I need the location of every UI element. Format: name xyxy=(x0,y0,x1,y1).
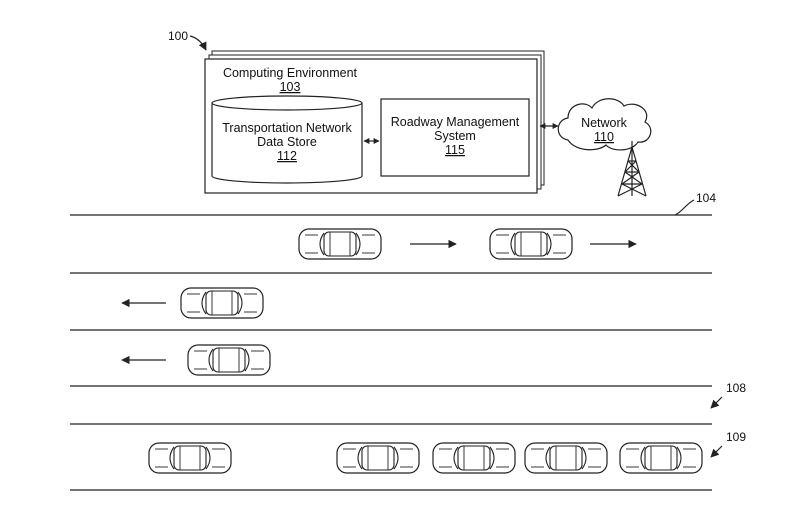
computing-env-title: Computing Environment xyxy=(223,66,358,80)
vehicle-icon xyxy=(298,228,382,260)
roadway-system-line1: Roadway Management xyxy=(391,115,520,129)
road-ref-label: 104 xyxy=(696,191,716,205)
road-ref-leader xyxy=(674,199,695,216)
vehicle-icon xyxy=(336,442,420,474)
data-store-cylinder xyxy=(211,95,363,184)
vehicle-ref-arrow xyxy=(710,445,723,458)
roadway-system-ref: 115 xyxy=(445,143,465,157)
data-store-line1: Transportation Network xyxy=(222,121,352,135)
computing-env-ref: 103 xyxy=(280,80,301,94)
vehicle-icon xyxy=(524,442,608,474)
vehicle-icon xyxy=(180,287,264,319)
system-ref-label: 100 xyxy=(168,29,188,43)
vehicles xyxy=(148,228,703,474)
vehicle-icon xyxy=(489,228,573,260)
vehicle-ref-label: 109 xyxy=(726,430,746,444)
data-store-ref: 112 xyxy=(277,149,297,163)
vehicle-icon xyxy=(432,442,516,474)
network-ref: 110 xyxy=(594,130,614,144)
network-cloud xyxy=(557,98,652,151)
vehicle-icon xyxy=(148,442,232,474)
data-store-line2: Data Store xyxy=(257,135,317,149)
roadway-system-line2: System xyxy=(434,129,476,143)
network-label: Network xyxy=(581,116,628,130)
lane-ref-arrow xyxy=(710,396,723,409)
system-ref-arrow xyxy=(189,35,207,51)
roadway-system-box xyxy=(380,98,530,177)
lane-ref-label: 108 xyxy=(726,381,746,395)
vehicle-icon xyxy=(619,442,703,474)
cell-tower-icon xyxy=(617,141,647,197)
vehicle-icon xyxy=(187,344,271,376)
